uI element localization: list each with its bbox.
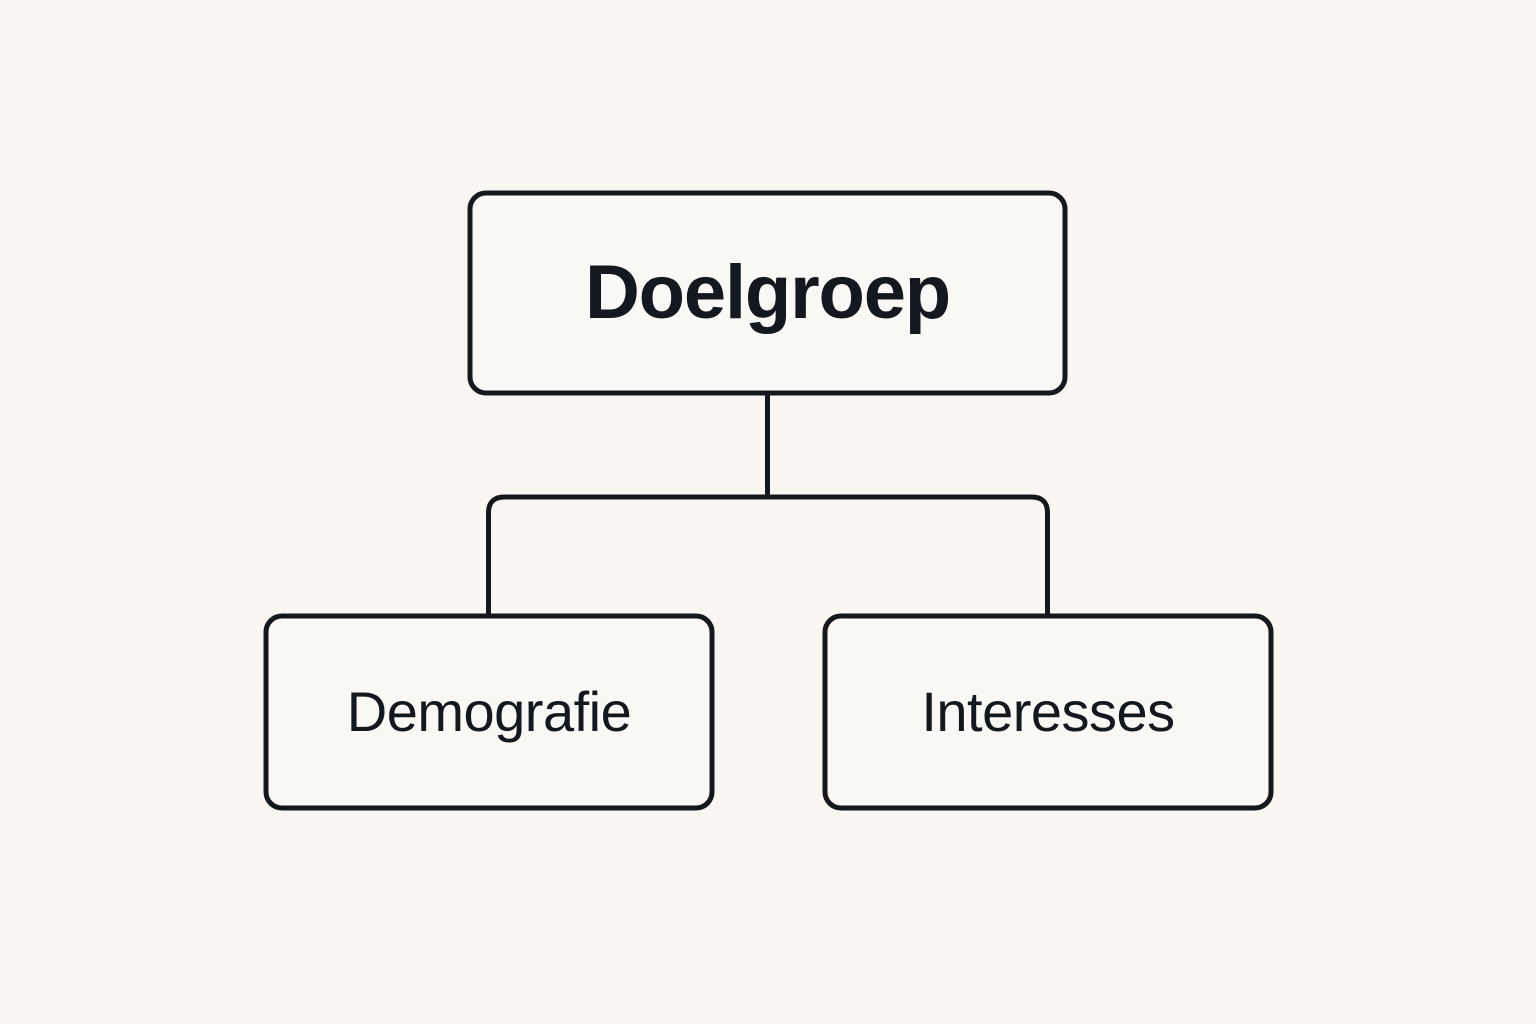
connector-group — [486, 393, 1050, 616]
node-child-label-interesses: Interesses — [921, 679, 1175, 743]
node-child-interesses[interactable] — [822, 613, 1274, 811]
node-root-label: Doelgroep — [584, 250, 951, 336]
node-child-demografie[interactable] — [263, 613, 715, 811]
node-root-doelgroep[interactable] — [467, 190, 1068, 396]
edge-root-to-children — [486, 393, 1050, 616]
node-child-label-demografie: Demografie — [346, 679, 632, 743]
